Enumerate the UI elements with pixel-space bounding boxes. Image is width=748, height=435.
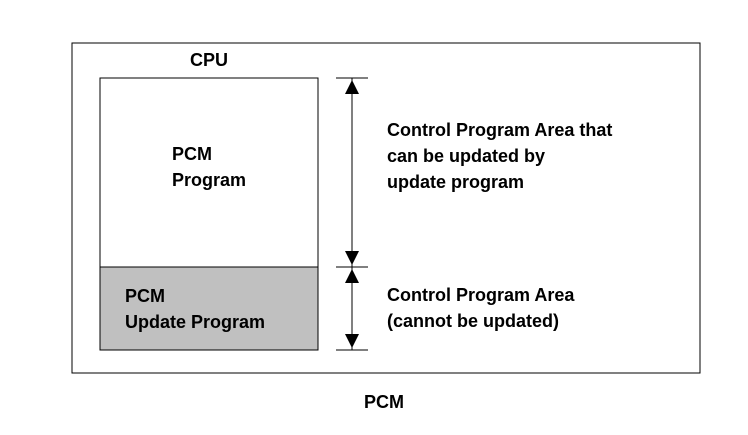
pcm-program-label-line1: PCM [172, 144, 212, 164]
lower-area-dimension-arrow [336, 267, 368, 351]
pcm-update-program-label-line1: PCM [125, 286, 165, 306]
lower-area-desc-line1: Control Program Area [387, 285, 575, 305]
upper-area-desc-line2: can be updated by [387, 146, 546, 166]
pcm-program-block [99, 77, 319, 268]
pcm-outer-label: PCM [364, 392, 404, 412]
upper-area-desc-line3: update program [387, 172, 525, 192]
pcm-update-program-label-line2: Update Program [125, 312, 266, 332]
pcm-update-program-block [99, 266, 319, 351]
cpu-label: CPU [190, 50, 229, 70]
upper-area-desc-line1: Control Program Area that [387, 120, 613, 140]
pcm-program-label-line2: Program [172, 170, 247, 190]
upper-area-dimension-arrow [336, 77, 368, 267]
lower-area-desc-line2: (cannot be updated) [387, 311, 559, 331]
